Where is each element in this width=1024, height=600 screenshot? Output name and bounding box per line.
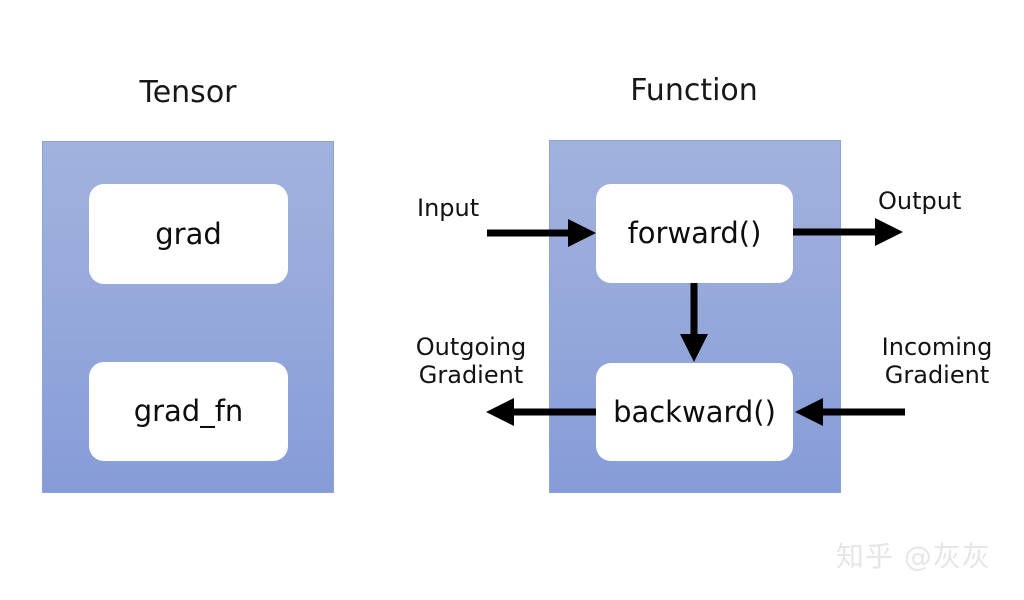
card-forward: forward() — [596, 184, 793, 283]
card-backward: backward() — [596, 363, 793, 461]
card-backward-label: backward() — [613, 394, 776, 429]
label-incoming-gradient: Incoming Gradient — [881, 333, 993, 389]
function-section-title: Function — [630, 73, 758, 108]
label-outgoing-gradient: Outgoing Gradient — [415, 333, 527, 389]
card-forward-label: forward() — [627, 216, 762, 250]
watermark: 知乎 @灰灰 — [836, 540, 991, 573]
tensor-section-title: Tensor — [139, 75, 237, 110]
card-grad-fn-label: grad_fn — [133, 394, 244, 428]
card-grad: grad — [89, 184, 288, 284]
label-input: Input — [417, 194, 480, 222]
card-grad-label: grad — [155, 216, 222, 251]
label-output: Output — [878, 187, 962, 215]
card-grad-fn: grad_fn — [89, 362, 288, 461]
